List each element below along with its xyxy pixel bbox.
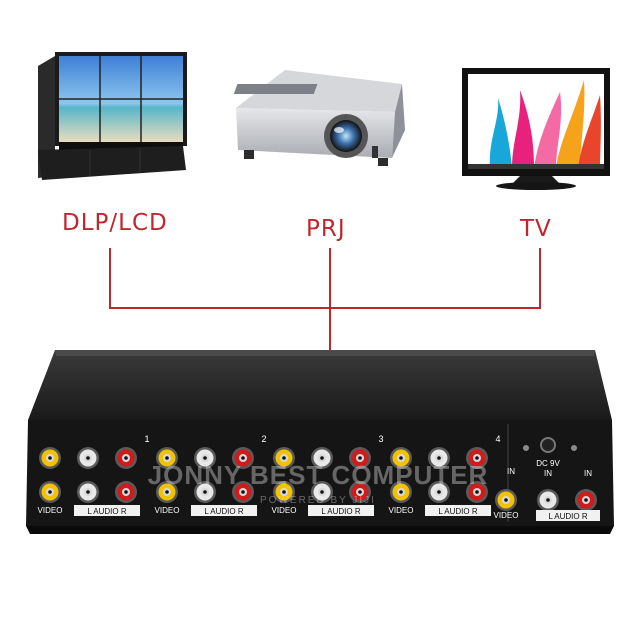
dc-in-label: IN — [544, 469, 552, 478]
rca-audio-l-top — [77, 447, 99, 469]
dc-power-label: DC 9V — [536, 459, 560, 468]
rca-port-layer — [39, 437, 597, 511]
lcd-wall-device — [38, 52, 187, 180]
audio-port-label: L AUDIO R — [87, 507, 126, 516]
audio-label-plate — [191, 505, 257, 516]
rca-audio-r-bottom — [466, 481, 488, 503]
rca-audio-l-bottom — [194, 481, 216, 503]
rca-audio-r-top — [466, 447, 488, 469]
watermark-subtext: POWERED BY JIJI — [260, 495, 376, 506]
panel-screw — [571, 445, 577, 451]
watermark-text: JONNY BEST COMPUTER — [148, 460, 489, 490]
device-connector-line — [109, 248, 541, 309]
channel-number-label: 3 — [378, 434, 383, 444]
video-port-label: VIDEO — [38, 506, 63, 515]
audio-out-label: L AUDIO R — [548, 512, 587, 521]
rca-audio-r-out — [575, 489, 597, 511]
rca-audio-l-bottom — [77, 481, 99, 503]
rca-video-in-top — [390, 447, 412, 469]
projector-device — [233, 70, 405, 166]
video-port-label: VIDEO — [272, 506, 297, 515]
dc-power-jack — [540, 437, 556, 453]
rca-audio-l-bottom — [311, 481, 333, 503]
rca-audio-r-top — [232, 447, 254, 469]
rca-video-in-top — [156, 447, 178, 469]
video-port-label: VIDEO — [155, 506, 180, 515]
panel-screw — [523, 445, 529, 451]
rca-video-in-bottom — [156, 481, 178, 503]
rca-video-in-top — [273, 447, 295, 469]
in-label-right: IN — [584, 469, 592, 478]
rca-video-in-top — [39, 447, 61, 469]
rca-audio-r-top — [349, 447, 371, 469]
rca-audio-r-bottom — [115, 481, 137, 503]
rca-audio-l-out — [537, 489, 559, 511]
video-port-label: VIDEO — [389, 506, 414, 515]
rca-audio-l-top — [194, 447, 216, 469]
audio-label-plate — [425, 505, 491, 516]
channel-number-label: 4 — [495, 434, 500, 444]
rca-audio-l-top — [311, 447, 333, 469]
tv-device — [462, 68, 610, 190]
rca-video-in-bottom — [273, 481, 295, 503]
prj-label: PRJ — [306, 216, 346, 242]
tv-label: TV — [520, 216, 552, 242]
rca-audio-r-bottom — [232, 481, 254, 503]
rca-audio-l-top — [428, 447, 450, 469]
audio-out-label-plate — [536, 510, 600, 521]
audio-label-plate — [308, 505, 374, 516]
audio-port-label: L AUDIO R — [204, 507, 243, 516]
in-label-left: IN — [507, 467, 515, 476]
channel-number-label: 1 — [144, 434, 149, 444]
rca-audio-r-top — [115, 447, 137, 469]
channel-number-label: 2 — [261, 434, 266, 444]
lcd-label: DLP/LCD — [62, 210, 168, 236]
audio-port-label: L AUDIO R — [321, 507, 360, 516]
audio-port-label: L AUDIO R — [438, 507, 477, 516]
rca-video-out — [495, 489, 517, 511]
video-out-label: VIDEO — [494, 511, 519, 520]
rca-audio-r-bottom — [349, 481, 371, 503]
rca-video-in-bottom — [390, 481, 412, 503]
rca-video-in-bottom — [39, 481, 61, 503]
audio-label-plate — [74, 505, 140, 516]
rca-audio-l-bottom — [428, 481, 450, 503]
